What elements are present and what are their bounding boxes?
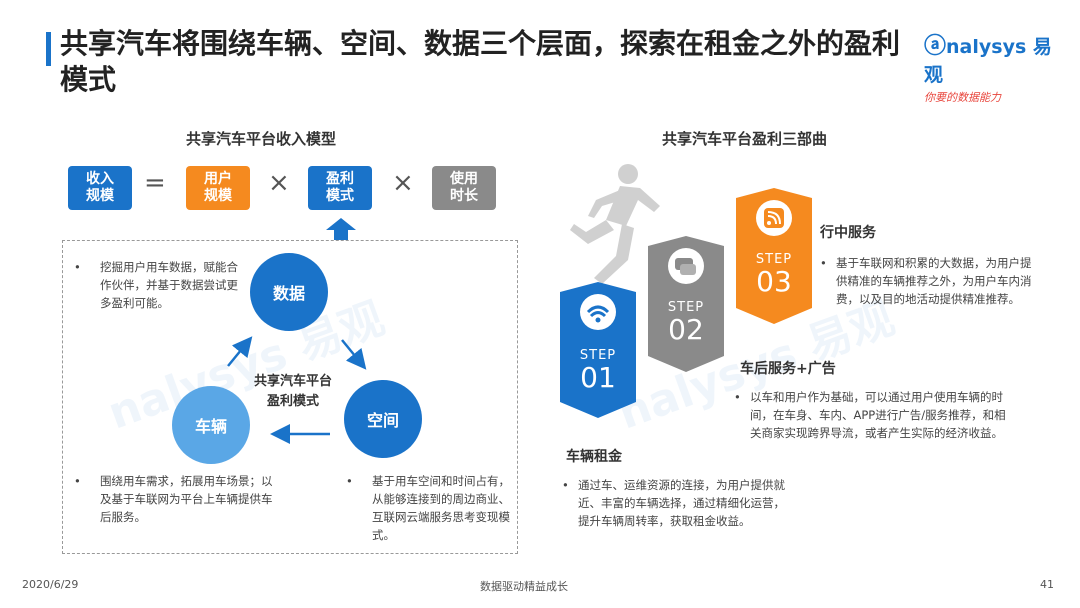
bullet-data-text: 挖掘用户用车数据，赋能合作伙伴，并基于数据尝试更多盈利可能。 <box>100 260 238 310</box>
formula-profit-model-box: 盈利 模式 <box>308 166 372 210</box>
circle-vehicle: 车辆 <box>172 386 250 464</box>
title-accent-bar <box>46 32 51 66</box>
page-title: 共享汽车将围绕车辆、空间、数据三个层面，探索在租金之外的盈利模式 <box>60 27 901 96</box>
multiply-operator-2: × <box>392 168 414 198</box>
bullet-vehicle-text: 围绕用车需求，拓展用车场景；以及基于车联网为平台上车辆提供车后服务。 <box>100 474 273 524</box>
up-arrow-icon <box>326 218 356 240</box>
footer-slogan: 数据驱动精益成长 <box>480 580 568 593</box>
step-03-desc-text: 基于车联网和积累的大数据，为用户提供精准的车辆推荐之外，为用户车内消费，以及目的… <box>836 256 1032 306</box>
step-01-title: 车辆租金 <box>566 449 622 465</box>
step-03-number: 03 <box>756 265 792 298</box>
step-03-badge <box>736 188 812 324</box>
center-label: 共享汽车平台 盈利模式 <box>253 374 332 409</box>
step-03-label: STEP 03 <box>736 252 812 297</box>
bullet-space-text: 基于用车空间和时间占有，从能够连接到的周边商业、互联网云端服务思考变现模式。 <box>372 474 510 542</box>
step-02-number: 02 <box>668 313 704 346</box>
step-01-word: STEP <box>579 348 617 363</box>
multiply-operator-1: × <box>268 168 290 198</box>
step-02-desc-text: 以车和用户作为基础，可以通过用户使用车辆的时间，在车身、车内、APP进行广告/服… <box>750 390 1006 440</box>
bullet-space: •基于用车空间和时间占有，从能够连接到的周边商业、互联网云端服务思考变现模式。 <box>346 472 516 544</box>
step-03-title: 行中服务 <box>820 225 876 241</box>
logo-slogan: 你要的数据能力 <box>924 91 1001 104</box>
step-02-desc: •以车和用户作为基础，可以通过用户使用车辆的时间，在车身、车内、APP进行广告/… <box>734 388 1014 442</box>
step-01-number: 01 <box>580 361 616 394</box>
logo-main-text: nalysys 易观 <box>924 36 1052 86</box>
bullet-vehicle: •围绕用车需求，拓展用车场景；以及基于车联网为平台上车辆提供车后服务。 <box>74 474 273 524</box>
circle-space: 空间 <box>344 380 422 458</box>
step-02-title: 车后服务+广告 <box>740 361 836 377</box>
footer-date: 2020/6/29 <box>22 578 79 591</box>
step-03-desc: •基于车联网和积累的大数据，为用户提供精准的车辆推荐之外，为用户车内消费，以及目… <box>820 254 1040 308</box>
step-01-label: STEP 01 <box>560 348 636 393</box>
right-section-title: 共享汽车平台盈利三部曲 <box>662 130 828 148</box>
step-02-word: STEP <box>667 300 705 315</box>
step-01-badge <box>560 282 636 418</box>
runner-icon <box>570 164 660 284</box>
formula-revenue-box: 收入 规模 <box>68 166 132 210</box>
profit-model-frame <box>62 240 518 554</box>
step-01-desc-text: 通过车、运维资源的连接，为用户提供就近、丰富的车辆选择，通过精细化运营，提升车辆… <box>578 478 785 528</box>
step-01-desc: •通过车、运维资源的连接，为用户提供就近、丰富的车辆选择，通过精细化运营，提升车… <box>562 476 792 530</box>
analysys-logo: ⓐnalysys 易观 你要的数据能力 <box>924 28 1064 105</box>
arrow-data-to-space <box>341 339 367 370</box>
step-02-label: STEP 02 <box>648 300 724 345</box>
circle-data: 数据 <box>250 253 328 331</box>
page-number: 41 <box>1040 578 1054 591</box>
step-03-word: STEP <box>755 252 793 267</box>
left-section-title: 共享汽车平台收入模型 <box>186 130 337 148</box>
equals-operator: = <box>144 168 166 198</box>
arrow-vehicle-to-data <box>227 336 253 367</box>
step-02-badge <box>648 236 724 372</box>
formula-duration-box: 使用 时长 <box>432 166 496 210</box>
bullet-data: •挖掘用户用车数据，赋能合作伙伴，并基于数据尝试更多盈利可能。 <box>74 258 244 312</box>
formula-users-box: 用户 规模 <box>186 166 250 210</box>
